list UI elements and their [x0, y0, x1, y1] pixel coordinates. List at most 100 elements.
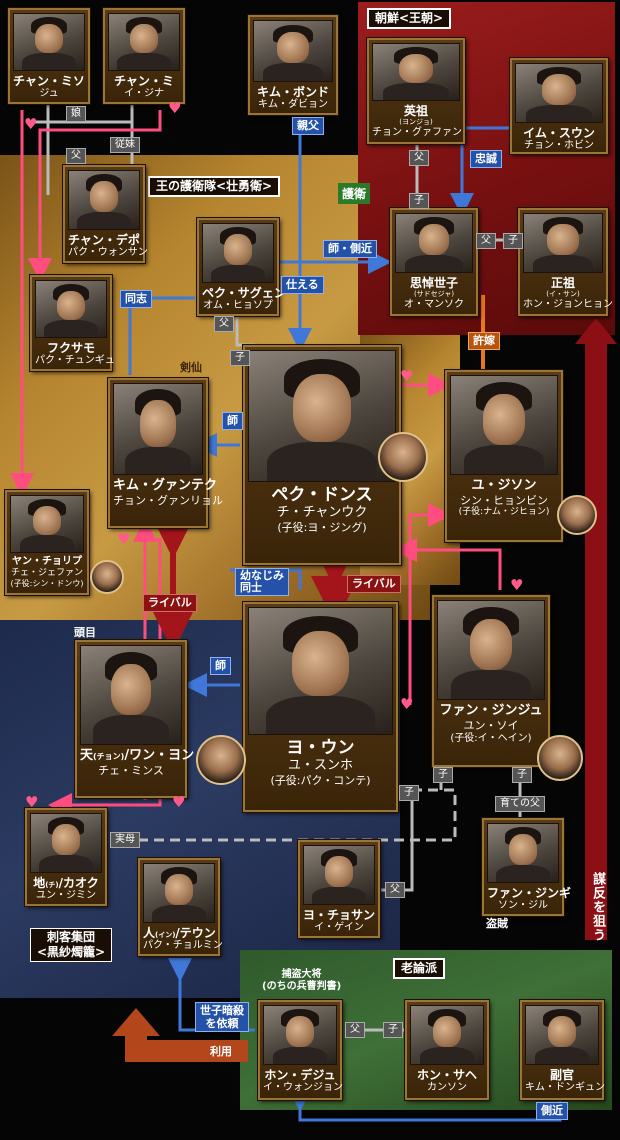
- ji-rest: /カオク: [58, 876, 99, 890]
- card-hong-sahe[interactable]: ホン・サヘ カンソン: [405, 1000, 489, 1100]
- actor-yeongjo: チョン・グァファン: [372, 126, 462, 138]
- label-son-a: 子: [409, 193, 429, 209]
- name-kim-bond: キム・ボンド: [256, 85, 329, 99]
- ruby-jeongjo: (イ・サン): [546, 290, 580, 299]
- heart-icon: ♥: [400, 367, 414, 385]
- heart-icon: ♥: [117, 530, 131, 548]
- riyou-arrow-head: [112, 1008, 160, 1036]
- label-zumoku: 頭目: [74, 626, 96, 639]
- card-fukusamo[interactable]: フクサモ パク・チュンギュ: [30, 275, 115, 371]
- child-thumb-dongsu: [378, 432, 428, 482]
- card-yang[interactable]: ヤン・チョリプ チェ・ジェファン (子役:シン・ドンウ): [5, 490, 89, 595]
- in-char: 人: [143, 926, 156, 940]
- photo-im-sun: [515, 63, 603, 123]
- card-hwang[interactable]: ファン・ジンジュ ユン・ソイ (子役:イ・ヘイン): [432, 595, 550, 767]
- name-jeongjo: 正祖: [550, 276, 575, 290]
- actor-baek-dongsu: チ・チャンウク: [276, 505, 368, 521]
- label-son-c: 子: [230, 350, 250, 366]
- child-baek-dongsu: (子役:ヨ・ジング): [277, 520, 367, 534]
- label-osananajimi: 幼なじみ 同士: [235, 568, 289, 596]
- label-son-e: 子: [512, 767, 532, 783]
- card-kanri[interactable]: 副官 キム・ドンギュン: [520, 1000, 605, 1100]
- card-jeongjo[interactable]: 正祖 (イ・サン) ホン・ジョンヒョン: [518, 208, 613, 316]
- label-rival-a: ライバル: [347, 575, 401, 593]
- label-shi: 師: [222, 412, 243, 430]
- muhon-arrow-head: [575, 318, 617, 344]
- actor-in: パク・チョルミン: [143, 940, 223, 952]
- card-yeongjo[interactable]: 英祖 (ヨンジョ) チョン・グァファン: [367, 38, 465, 144]
- card-yeo-un[interactable]: ヨ・ウン ユ・スンホ (子役:パク・コンテ): [243, 602, 398, 812]
- heart-icon: ♥: [25, 793, 39, 811]
- riyou-arrow-stem: [125, 1034, 147, 1062]
- actor-chan-mi: イ・ジナ: [124, 88, 164, 100]
- name-kim-gwang: キム・グァンテク: [113, 478, 218, 493]
- label-son-d: 子: [433, 767, 453, 783]
- actor-yeo-un: ユ・スンホ: [287, 758, 353, 774]
- name-kanri: 副官: [549, 1068, 574, 1082]
- heart-icon: ♥: [400, 695, 414, 713]
- label-tsukaeru: 仕える: [281, 276, 324, 294]
- actor-yu-jison: シン・ヒョンビン: [460, 493, 548, 507]
- ruby-yeongjo: (ヨンジョ): [399, 118, 433, 127]
- card-sado[interactable]: 思悼世子 (サドセジャ) オ・マンソク: [390, 208, 478, 316]
- card-hwang-jingi[interactable]: ファン・ジンギ ソン・ジル: [482, 818, 572, 916]
- photo-chan-miso: [13, 13, 85, 71]
- label-jitsubo: 実母: [110, 832, 140, 848]
- name-yang: ヤン・チョリプ: [12, 556, 82, 567]
- actor-jeongjo: ホン・ジョンヒョン: [523, 298, 613, 310]
- child-thumb-jison: [557, 495, 597, 535]
- label-chuusei: 忠誠: [470, 150, 502, 168]
- name-chan-miso: チャン・ミソ: [13, 74, 85, 88]
- name-sado: 思悼世子: [409, 276, 458, 290]
- child-yang: (子役:シン・ドンウ): [10, 578, 84, 588]
- in-rest: /テウン: [175, 926, 216, 940]
- card-yu-jison[interactable]: ユ・ジソン シン・ヒョンビン (子役:ナム・ジヒョン): [445, 370, 563, 542]
- actor-hong-dejoo: イ・ウォンジョン: [263, 1082, 343, 1094]
- label-hodaishou: 捕盗大将 (のちの兵曹判書): [262, 969, 342, 992]
- ji-ruby: (チ): [45, 881, 59, 889]
- label-father-e: 父: [385, 882, 405, 898]
- photo-ji: [30, 813, 102, 873]
- label-sokkin: 側近: [536, 1102, 568, 1120]
- label-son-g: 子: [383, 1022, 403, 1038]
- child-thumb-hwang: [537, 735, 583, 781]
- card-chan-miso[interactable]: チャン・ミソ ジュ: [8, 8, 90, 104]
- actor-ji: ユン・ジミン: [36, 890, 96, 902]
- card-baek-sagwang[interactable]: ペク・サグェン オム・ヒョソプ: [197, 218, 286, 316]
- card-chan-mi[interactable]: チャン・ミ イ・ジナ: [103, 8, 185, 104]
- photo-chan-mi: [108, 13, 180, 71]
- name-in: 人(イン)/テウン: [143, 926, 216, 940]
- card-in[interactable]: 人(イン)/テウン パク・チョルミン: [138, 858, 223, 956]
- card-hong-dejoo[interactable]: ホン・デジュ イ・ウォンジョン: [258, 1000, 343, 1100]
- card-yeo-chosan[interactable]: ヨ・チョサン イ・ゲイン: [298, 840, 380, 938]
- name-yu-jison: ユ・ジソン: [471, 478, 537, 493]
- cheon-rest: /ワン・ヨン: [124, 748, 195, 763]
- card-kim-bond[interactable]: キム・ボンド キム・ダビョン: [248, 15, 338, 115]
- label-touzoku: 盗賊: [486, 917, 508, 930]
- photo-chan-debo: [68, 170, 140, 230]
- child-yeo-un: (子役:パク・コンテ): [270, 773, 371, 787]
- assassin-group-title: 刺客集団 <黒紗燭籠>: [30, 928, 113, 962]
- label-daughter: 娘: [66, 106, 86, 122]
- label-son-b: 子: [503, 233, 523, 249]
- actor-chan-miso: ジュ: [39, 88, 59, 100]
- card-ji[interactable]: 地(チ)/カオク ユン・ジミン: [25, 808, 107, 906]
- label-rival-b: ライバル: [143, 594, 197, 612]
- actor-cheon: チェ・ミンス: [98, 763, 164, 777]
- name-baek-dongsu: ペク・ドンス: [271, 485, 373, 505]
- joseon-group-title: 朝鮮<王朝>: [367, 8, 452, 29]
- heart-icon: ♥: [172, 793, 186, 811]
- name-hwang-jingi: ファン・ジンギ: [487, 886, 572, 900]
- photo-hwang-jingi: [487, 823, 559, 883]
- riyou-arrow: [128, 1040, 248, 1062]
- card-im-sun[interactable]: イム・スウン チョン・ホビン: [510, 58, 608, 154]
- card-baek-dongsu[interactable]: ペク・ドンス チ・チャンウク (子役:ヨ・ジング): [243, 345, 401, 565]
- card-chan-debo[interactable]: チャン・デポ パク・ウォンサン: [63, 165, 148, 263]
- card-kim-gwang[interactable]: キム・グァンテク チョン・グァンリョル: [108, 378, 223, 528]
- photo-kanri: [525, 1005, 599, 1065]
- actor-chan-debo: パク・ウォンサン: [68, 247, 148, 259]
- name-hwang: ファン・ジンジュ: [439, 703, 543, 718]
- label-cousin: 従妹: [110, 137, 140, 153]
- name-chan-debo: チャン・デポ: [68, 233, 140, 247]
- card-cheon[interactable]: 天(チョン)/ワン・ヨン チェ・ミンス: [75, 640, 194, 798]
